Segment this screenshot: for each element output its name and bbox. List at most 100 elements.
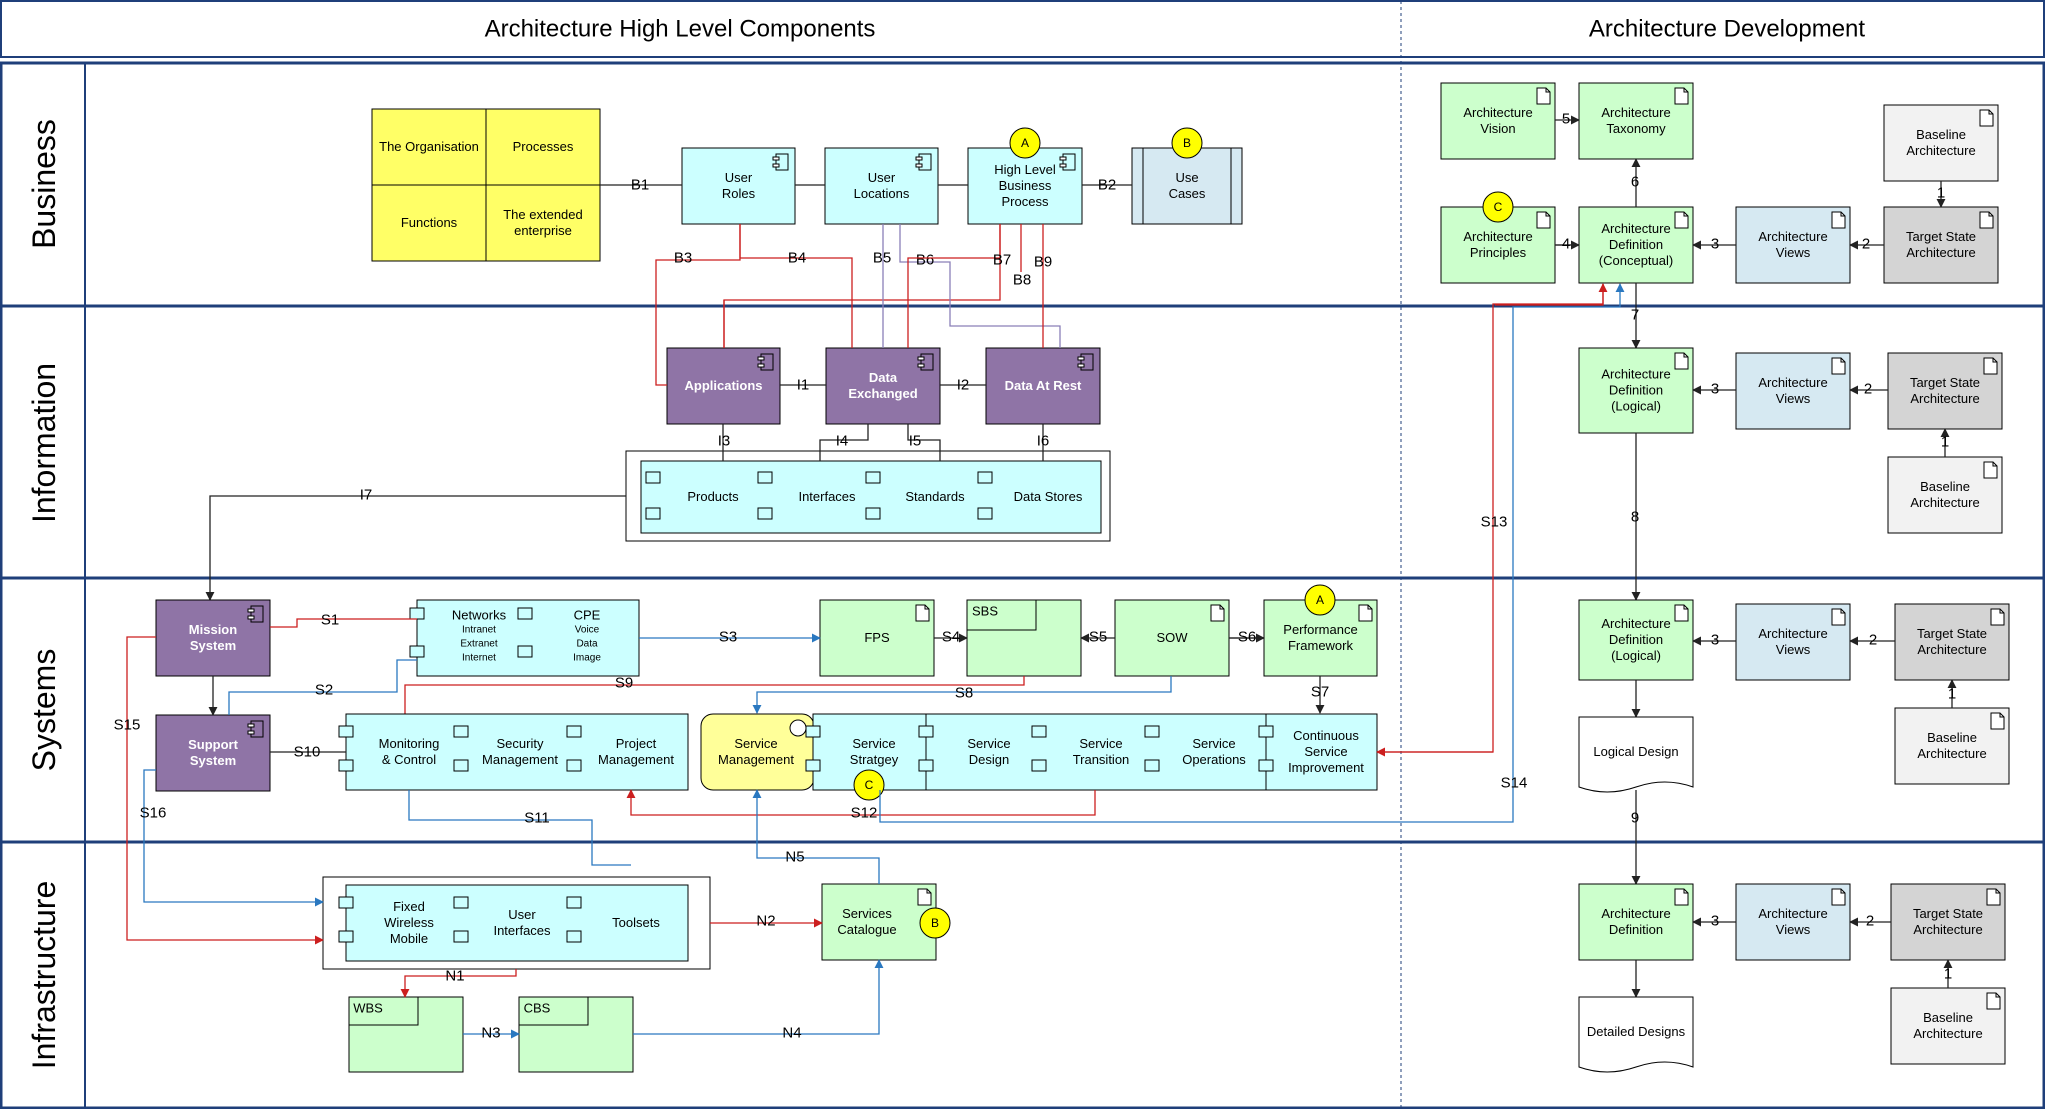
step-label: 9 <box>1631 810 1639 827</box>
baseline-box-4[interactable] <box>1890 987 2006 1065</box>
target-box-4[interactable] <box>1890 883 2006 961</box>
processes-label: Processes <box>513 139 574 154</box>
port-icon <box>977 471 993 484</box>
link-label: S4 <box>942 629 960 646</box>
views-box-2[interactable] <box>1735 352 1851 430</box>
networks-label: Networks <box>452 608 507 623</box>
document-icon <box>1674 352 1689 370</box>
link-label: S15 <box>114 717 141 734</box>
sbs-box[interactable] <box>966 599 1082 677</box>
cpe-label: CPE <box>574 608 601 623</box>
step-label: 3 <box>1711 381 1719 398</box>
component-icon <box>772 153 789 171</box>
step-label: 1 <box>1937 185 1945 202</box>
baseline-box-2[interactable] <box>1887 456 2003 534</box>
cpe-sub-label: Data <box>576 639 598 650</box>
document-icon <box>1983 461 1998 479</box>
port-icon <box>338 930 354 943</box>
port-icon <box>566 759 582 772</box>
lane-title-systems: Systems <box>26 649 62 772</box>
link-label: B3 <box>674 250 692 267</box>
connector <box>899 224 1061 348</box>
networks-cpe-box[interactable] <box>416 599 640 677</box>
baseline-box-3[interactable] <box>1894 707 2010 785</box>
wbs-box[interactable] <box>348 996 464 1073</box>
marker-c-strategy <box>853 769 885 801</box>
link-label: I3 <box>718 433 731 450</box>
marker-a-process-letter: A <box>1021 136 1029 150</box>
step-label: 3 <box>1711 632 1719 649</box>
port-icon <box>918 759 934 772</box>
views-box-4[interactable] <box>1735 883 1851 961</box>
baseline-box-1[interactable] <box>1883 104 1999 182</box>
link-label: S13 <box>1481 514 1508 531</box>
target-box-2[interactable] <box>1887 352 2003 430</box>
port-icon <box>977 507 993 520</box>
port-icon <box>757 507 773 520</box>
marker-b-usecases-letter: B <box>1183 136 1191 150</box>
document-icon <box>1210 604 1225 622</box>
connector <box>626 789 1096 816</box>
definition-logical-box-2[interactable] <box>1578 599 1694 681</box>
taxonomy-box[interactable] <box>1578 82 1694 160</box>
fps-box[interactable] <box>819 599 935 677</box>
document-icon <box>1990 608 2005 626</box>
detailed-designs-label: Detailed Designs <box>1587 1024 1686 1039</box>
port-icon <box>1031 759 1047 772</box>
connector <box>879 283 1625 823</box>
step-label: 1 <box>1948 686 1956 703</box>
cpe-sub-label: Voice <box>575 625 600 636</box>
use-cases-box[interactable] <box>1131 147 1243 225</box>
document-icon <box>1536 211 1551 229</box>
marker-a-process <box>1009 127 1041 159</box>
document-icon <box>1983 357 1998 375</box>
connector <box>907 424 941 461</box>
link-label: B9 <box>1034 254 1052 271</box>
management-components-box[interactable] <box>345 713 689 791</box>
port-icon <box>517 645 533 658</box>
target-box-3[interactable] <box>1894 603 2010 681</box>
logical-design-document[interactable] <box>1578 716 1694 793</box>
document-icon <box>1674 888 1689 906</box>
document-icon <box>1979 211 1994 229</box>
views-box-3[interactable] <box>1735 603 1851 681</box>
vision-box[interactable] <box>1440 82 1556 160</box>
component-icon <box>247 720 264 738</box>
sow-box[interactable] <box>1114 599 1230 677</box>
logical-design-label: Logical Design <box>1593 744 1678 759</box>
views-box-1[interactable] <box>1735 206 1851 284</box>
link-label: I2 <box>957 377 970 394</box>
support-system-box[interactable] <box>155 714 271 792</box>
standards-label: Standards <box>905 489 965 504</box>
port-icon <box>1031 725 1047 738</box>
marker-c-strategy-letter: C <box>865 778 874 792</box>
link-label: I6 <box>1037 433 1050 450</box>
infrastructure-components-box[interactable] <box>345 884 689 962</box>
port-icon <box>645 471 661 484</box>
target-box-1[interactable] <box>1883 206 1999 284</box>
event-icon <box>789 719 807 737</box>
definition-logical-box-1[interactable] <box>1578 347 1694 434</box>
link-label: S16 <box>140 805 167 822</box>
document-icon <box>915 604 930 622</box>
port-icon <box>566 930 582 943</box>
data-at-rest-box-label: Data At Rest <box>1005 378 1082 393</box>
port-icon <box>918 725 934 738</box>
detailed-designs-document[interactable] <box>1578 996 1694 1073</box>
sow-box-label: SOW <box>1156 630 1188 645</box>
connector <box>752 789 880 884</box>
document-icon <box>1358 604 1373 622</box>
link-label: S9 <box>615 675 633 692</box>
step-label: 4 <box>1562 236 1570 253</box>
